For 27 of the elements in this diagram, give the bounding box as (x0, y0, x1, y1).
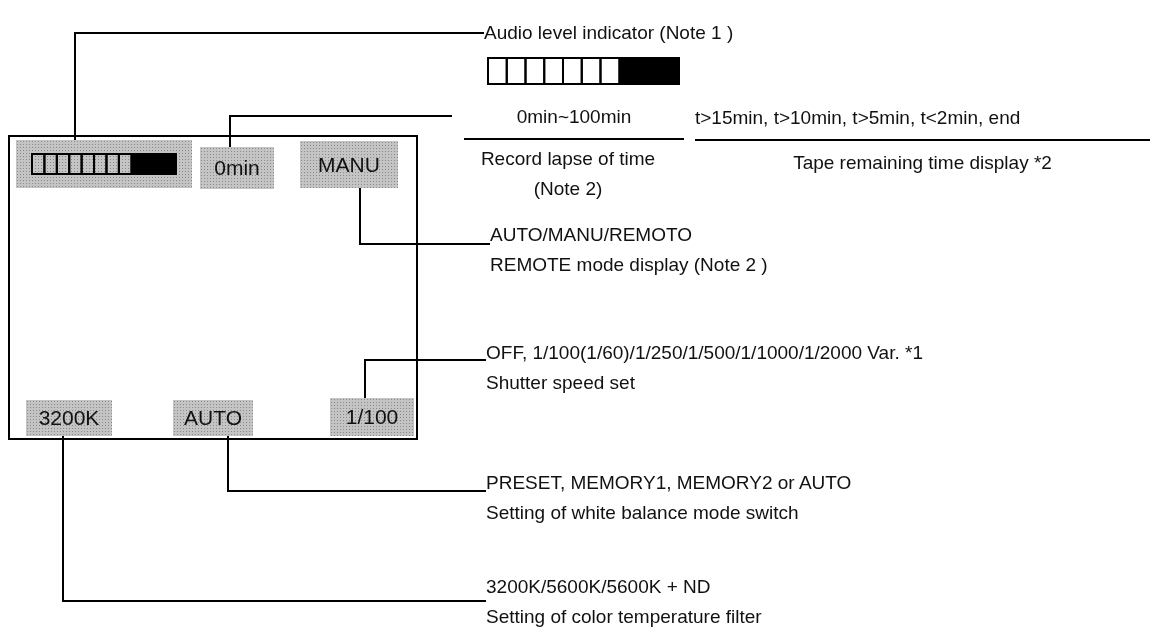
viewfinder-screen (8, 135, 418, 440)
description-text: Setting of color temperature filter (486, 605, 762, 629)
value-list-text: OFF, 1/100(1/60)/1/250/1/500/1/1000/1/2000 Var. *1 (486, 341, 923, 365)
value-range-text: 0min~100min (464, 102, 684, 140)
level-meter-icon (487, 57, 680, 85)
leader-line (227, 435, 487, 492)
display-readout: AUTO (173, 400, 253, 436)
description-text: Setting of white balance mode switch (486, 501, 800, 525)
description-text: REMOTE mode display (Note 2 ) (490, 253, 768, 277)
leader-line (229, 115, 453, 148)
description-text: Tape remaining time display *2 (792, 151, 1053, 175)
value-list-text: PRESET, MEMORY1, MEMORY2 or AUTO (486, 471, 852, 495)
leader-line (364, 359, 487, 399)
level-meter-icon (16, 140, 192, 188)
value-list-text: AUTO/MANU/REMOTO (490, 223, 693, 247)
value-list-text: 3200K/5600K/5600K + ND (486, 575, 712, 599)
value-list-text: t>15min, t>10min, t>5min, t<2min, end (695, 103, 1150, 141)
leader-line (62, 435, 487, 602)
leader-line (74, 32, 485, 141)
display-readout: 0min (200, 147, 274, 189)
leader-line (359, 187, 491, 245)
display-readout: MANU (300, 141, 398, 188)
display-readout: 1/100 (330, 398, 414, 436)
description-text: Record lapse of time (Note 2) (479, 147, 657, 201)
display-readout: 3200K (26, 400, 112, 436)
description-text: Audio level indicator (Note 1 ) (484, 21, 734, 45)
description-text: Shutter speed set (486, 371, 636, 395)
